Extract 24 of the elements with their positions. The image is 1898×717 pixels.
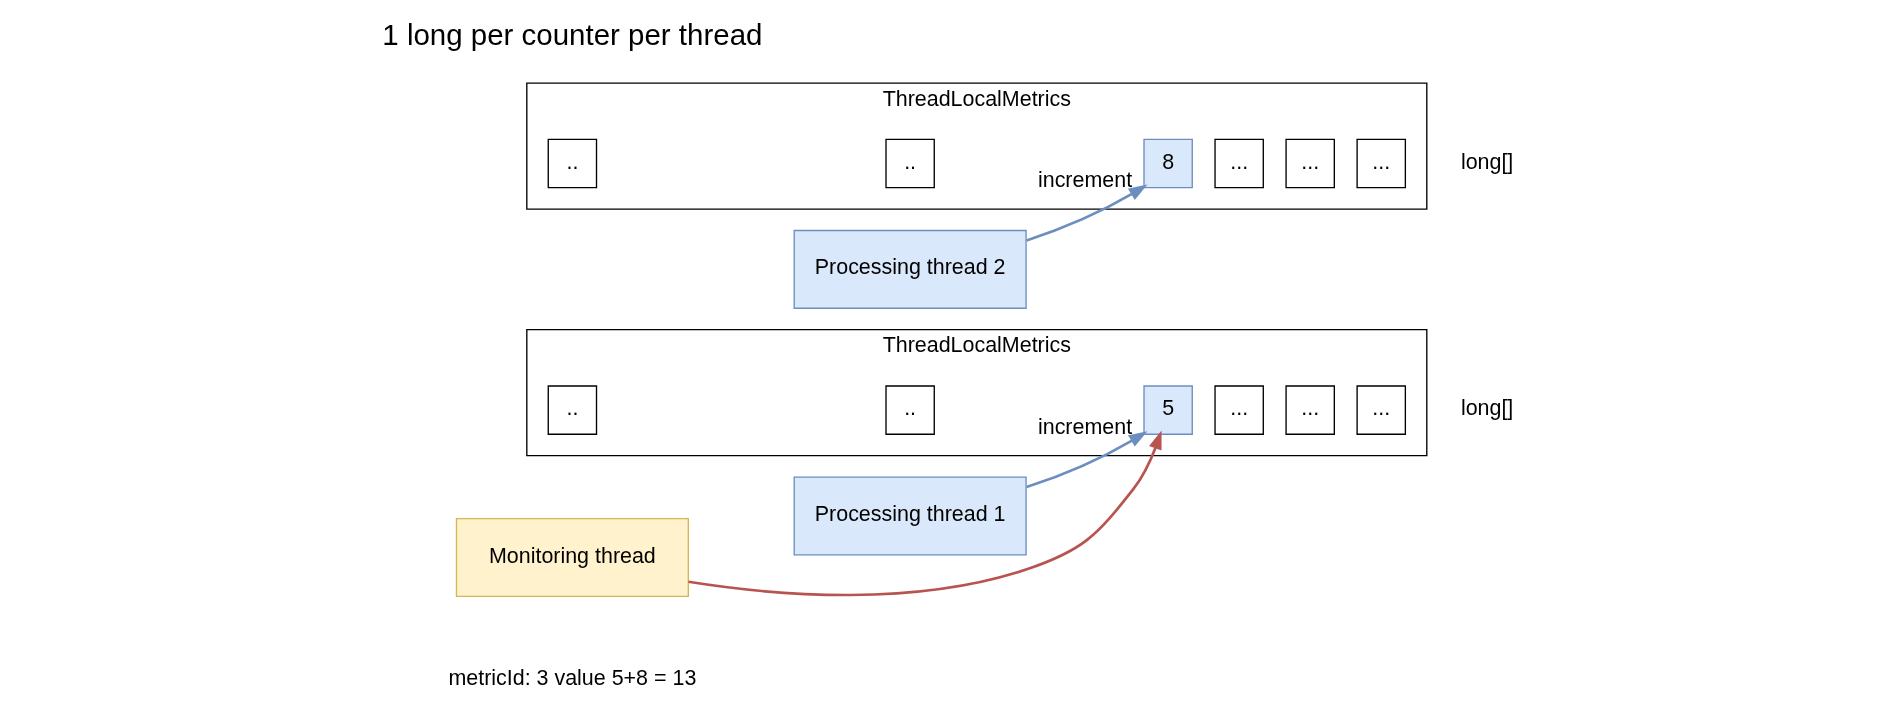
node-label: metricId: 3 value 5+8 = 13 [448, 665, 697, 690]
node-box: ... [1356, 138, 1407, 189]
node-box: .. [547, 138, 598, 189]
node-box: 5 [1143, 385, 1193, 435]
node-box: Processing thread 2 [793, 229, 1027, 309]
edge-label: increment [1037, 168, 1133, 193]
node-label: long[] [1460, 149, 1514, 174]
node-label: long[] [1460, 396, 1514, 421]
node-box: .. [547, 385, 598, 435]
label: 1 long per counter per thread [382, 18, 763, 52]
node-box: ... [1285, 385, 1335, 435]
arrow [1026, 431, 1148, 489]
node-box: Monitoring thread [455, 518, 689, 598]
node-box: Processing thread 1 [793, 476, 1027, 556]
arrow [688, 430, 1162, 597]
node-box: ... [1214, 385, 1264, 435]
arrow [1026, 184, 1148, 242]
node-box: .. [885, 385, 935, 435]
edge-label: increment [1037, 414, 1133, 439]
node-box: ... [1214, 138, 1264, 189]
node-box: ... [1285, 138, 1335, 189]
node-box: .. [885, 138, 935, 189]
node-box: ... [1356, 385, 1407, 435]
node-box: 8 [1143, 138, 1193, 189]
